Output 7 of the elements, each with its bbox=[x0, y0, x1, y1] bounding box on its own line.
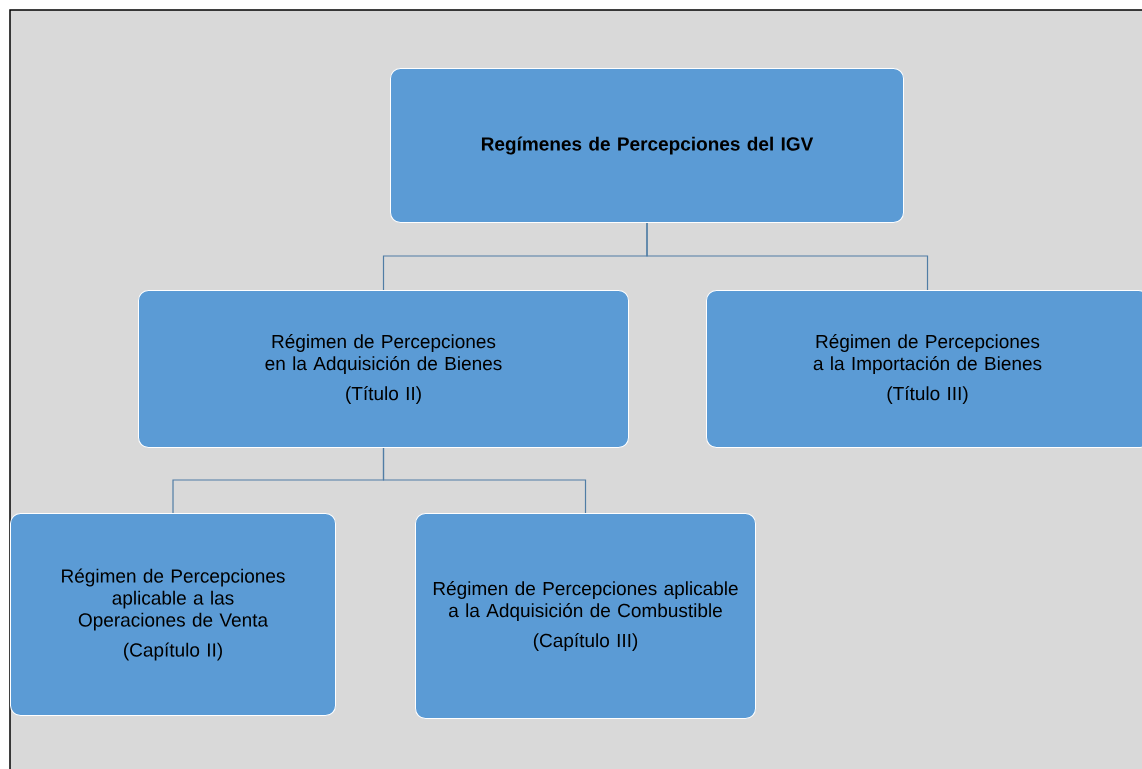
process-box: Régimen de Percepciones en la Adquisición de Bienes (Título II) bbox=[138, 290, 629, 448]
connector-line bbox=[646, 222, 929, 291]
process-box: Régimen de Percepciones a la Importación de Bienes (Título III) bbox=[706, 290, 1142, 448]
process-box: Régimen de Percepciones aplicable a la Adquisición de Combustible (Capítulo III) bbox=[415, 513, 756, 719]
process-box: Regímenes de Percepciones del IGV bbox=[390, 68, 904, 223]
connector-line bbox=[382, 447, 587, 514]
process-box: Régimen de Percepciones aplicable a las Operaciones de Venta (Capítulo II) bbox=[10, 513, 336, 716]
